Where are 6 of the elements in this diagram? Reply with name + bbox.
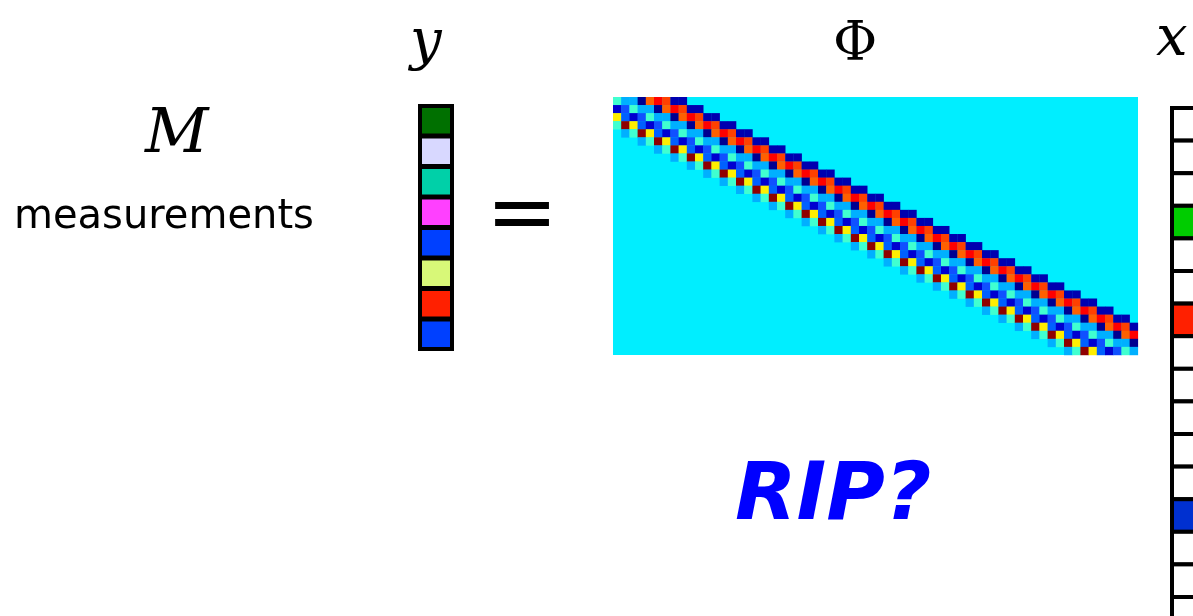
math-symbol: x (1156, 8, 1188, 64)
equals-sign: = (486, 168, 559, 254)
question-text: RIP? (735, 452, 932, 532)
math-symbol: Φ (833, 15, 878, 69)
axis-label: measurements (14, 194, 314, 234)
math-symbol: M (145, 100, 209, 162)
